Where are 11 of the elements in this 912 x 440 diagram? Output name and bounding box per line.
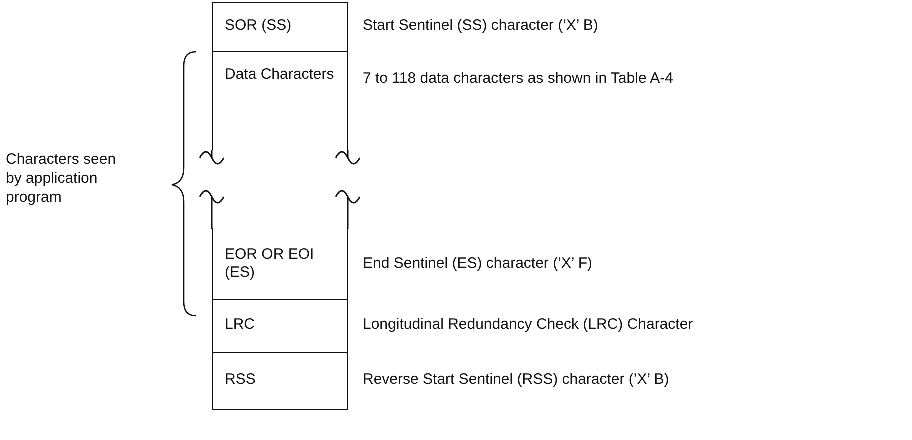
field-name: EOR OR EOI (ES) <box>225 246 316 282</box>
field-description: Reverse Start Sentinel (RSS) character (’X’ B) <box>363 371 670 389</box>
field-name: RSS <box>225 371 257 389</box>
field-description: 7 to 118 data characters as shown in Table A-4 <box>363 70 674 88</box>
field-name: SOR (SS) <box>225 17 293 35</box>
field-description: Start Sentinel (SS) character (’X’ B) <box>363 17 598 35</box>
field-description: End Sentinel (ES) character (’X’ F) <box>363 255 593 273</box>
field-description: Longitudinal Redundancy Check (LRC) Character <box>363 316 694 334</box>
field-name: LRC <box>225 316 256 334</box>
field-name: Data Characters <box>225 66 336 84</box>
bracket-label: Characters seen by application program <box>6 150 118 207</box>
